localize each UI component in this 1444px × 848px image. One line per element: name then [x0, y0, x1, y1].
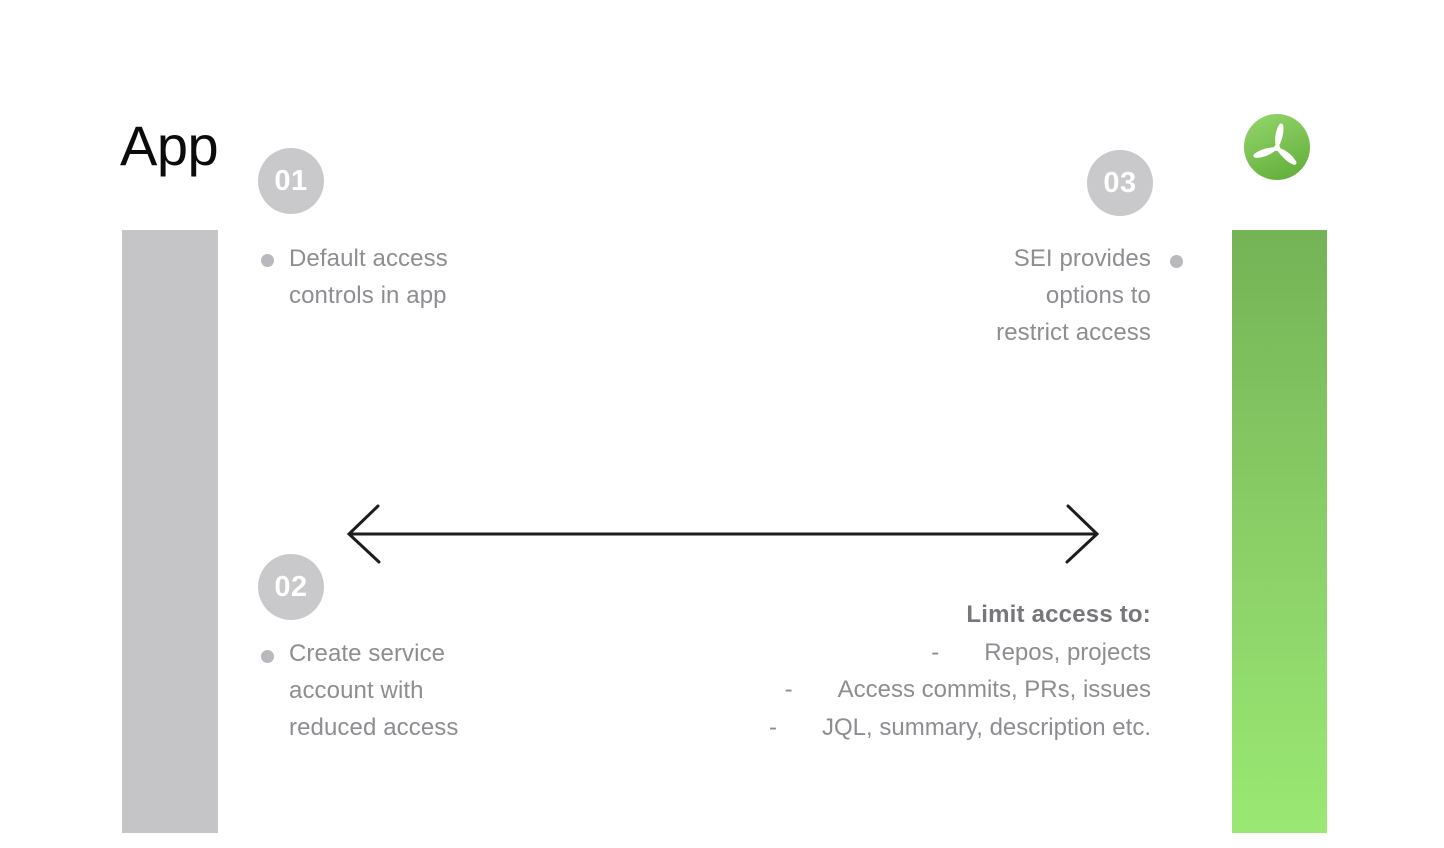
step-3-text: SEI provides options to restrict access: [996, 240, 1151, 351]
step-3-line-3: restrict access: [996, 319, 1151, 346]
page-title: App: [120, 114, 219, 177]
step-2-line-3: reduced access: [289, 714, 459, 741]
step-2-number: 02: [274, 570, 308, 603]
limit-access-list: Limit access to: - Repos, projects - Acc…: [769, 596, 1151, 746]
right-green-bar: [1232, 230, 1327, 833]
list-item: - Access commits, PRs, issues: [769, 671, 1151, 709]
bullet-dot-icon: [1170, 255, 1183, 268]
dash-bullet: -: [784, 676, 793, 703]
limit-item-1: Repos, projects: [984, 638, 1151, 666]
step-1-text: Default access controls in app: [289, 240, 448, 314]
step-3-line-1: SEI provides: [1013, 245, 1151, 272]
list-item: - Repos, projects: [769, 634, 1151, 672]
limit-access-heading: Limit access to:: [966, 601, 1151, 628]
bullet-dot-icon: [261, 254, 274, 267]
left-gray-bar: [122, 230, 218, 833]
step-2-line-1: Create service: [289, 640, 446, 667]
step-3-number: 03: [1103, 166, 1137, 199]
limit-item-2: Access commits, PRs, issues: [837, 676, 1151, 703]
list-item: - JQL, summary, description etc.: [769, 709, 1151, 747]
step-2-line-2: account with: [289, 677, 424, 704]
step-1-line-2: controls in app: [289, 282, 447, 309]
bullet-dot-icon: [261, 650, 274, 663]
sei-propeller-logo: [1244, 114, 1310, 180]
step-2-number-badge: 02: [258, 554, 324, 620]
step-1-line-1: Default access: [289, 245, 448, 272]
limit-item-3: JQL, summary, description etc.: [822, 713, 1151, 741]
double-headed-arrow-icon: [342, 496, 1104, 572]
dash-bullet: -: [769, 713, 777, 741]
step-1-number-badge: 01: [258, 148, 324, 214]
step-1-number: 01: [274, 164, 308, 197]
step-2-text: Create service account with reduced acce…: [289, 635, 459, 746]
dash-bullet: -: [931, 638, 940, 666]
propeller-icon: [1244, 114, 1310, 180]
step-3-number-badge: 03: [1087, 150, 1153, 216]
step-3-line-2: options to: [1045, 282, 1151, 309]
